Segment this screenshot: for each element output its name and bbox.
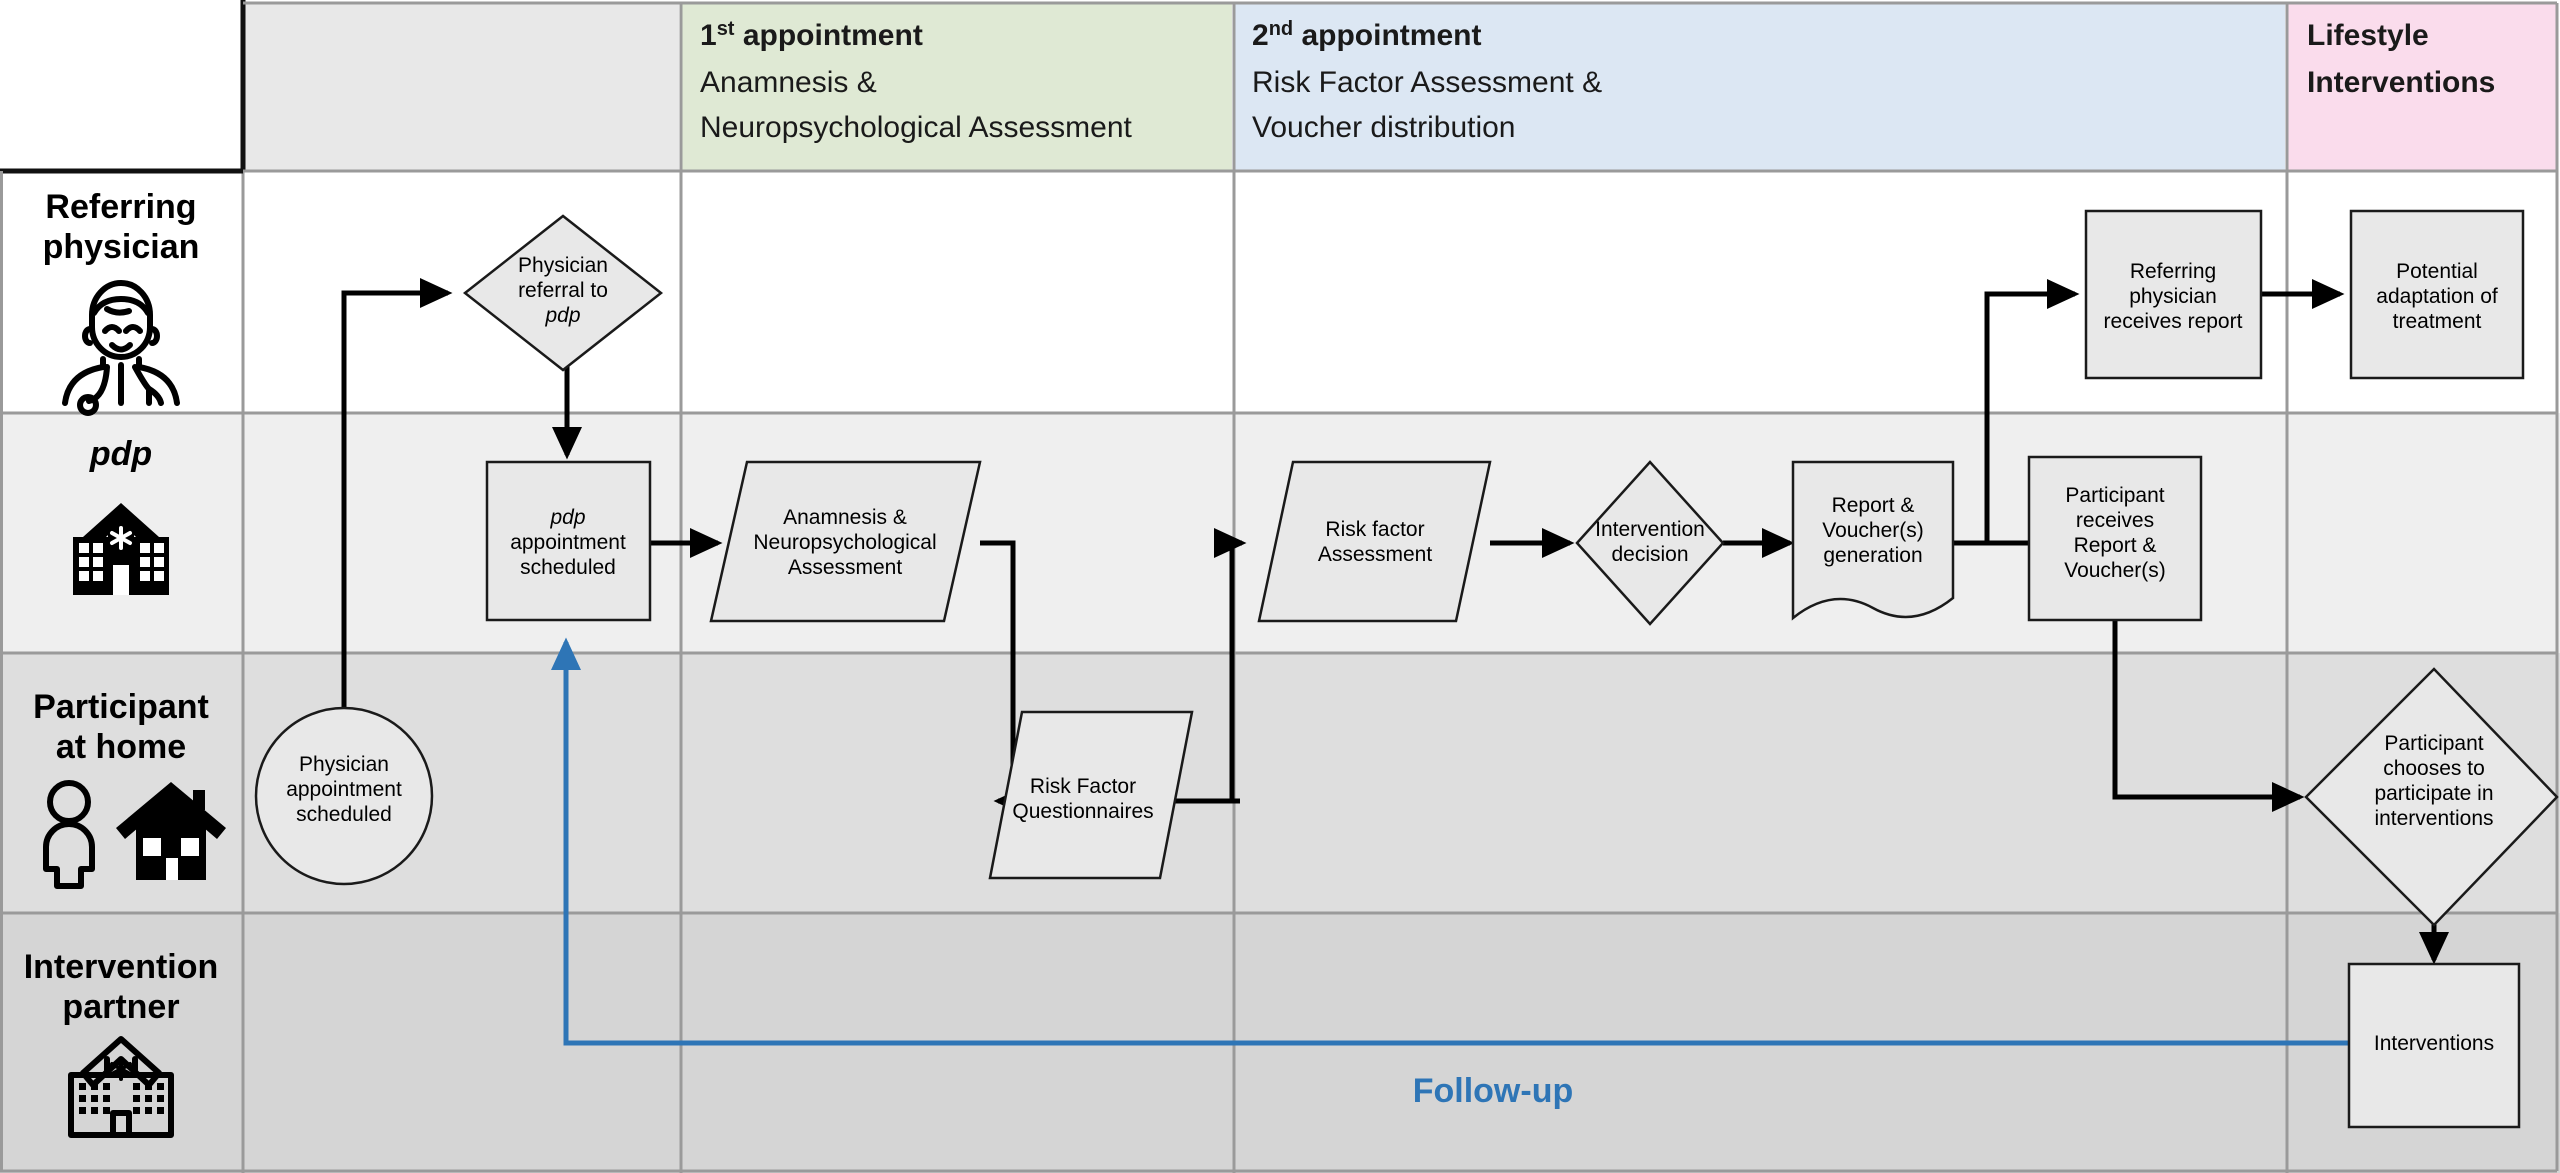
- lane-label-referring-physician: Referring physician: [43, 188, 200, 416]
- connector-questionnaire-to-risk-assessment: [1185, 528, 1247, 804]
- appt2-line-1: Risk Factor Assessment &: [1252, 66, 1602, 99]
- node-part-recv-line-4: Voucher(s): [2064, 559, 2166, 582]
- svg-text:2nd appointment: 2nd appointment: [1252, 18, 1481, 52]
- appt1-line-2: Neuropsychological Assessment: [700, 111, 1133, 144]
- lane4-line-2: partner: [62, 988, 179, 1026]
- node-part-recv-line-1: Participant: [2065, 484, 2164, 507]
- label-follow-up: Follow-up: [1413, 1072, 1574, 1110]
- header-cell-lifestyle: [2287, 3, 2557, 171]
- node-participant-receives-report[interactable]: Participant receives Report & Voucher(s): [2027, 455, 2203, 622]
- connector-report-to-referring-physician: [1984, 279, 2080, 543]
- appt2-bold-rest: appointment: [1293, 19, 1481, 52]
- appt1-bold-base: 1: [700, 19, 717, 52]
- node-anamnesis-line-2: Neuropsychological: [753, 531, 936, 554]
- node-q-line-1: Risk Factor: [1030, 775, 1136, 798]
- header-corner-blank: [0, 0, 243, 171]
- appt2-bold-sup: nd: [1269, 18, 1293, 40]
- hospital-building-icon: [68, 1036, 174, 1138]
- clinic-building-icon: [73, 503, 169, 595]
- node-anamnesis-line-3: Assessment: [788, 556, 903, 579]
- node-pdp-sched-line-2: appointment: [510, 531, 626, 554]
- node-physician-referral[interactable]: Physician referral to pdp: [462, 214, 664, 372]
- node-pdp-sched-line-3: scheduled: [520, 556, 616, 579]
- lane-label-participant-at-home: Participant at home: [33, 688, 226, 889]
- node-report-line-3: generation: [1823, 544, 1922, 567]
- node-q-line-2: Questionnaires: [1012, 800, 1153, 823]
- appt1-line-1: Anamnesis &: [700, 66, 877, 99]
- node-risk-assess-line-1: Risk factor: [1325, 518, 1424, 541]
- node-rp-report-line-2: physician: [2129, 285, 2217, 308]
- node-anamnesis-line-1: Anamnesis &: [783, 506, 907, 529]
- node-risk-assess-line-2: Assessment: [1318, 543, 1433, 566]
- node-adapt-line-2: adaptation of: [2376, 285, 2498, 308]
- node-intervention-decision[interactable]: Intervention decision: [1575, 460, 1725, 626]
- lane3-line-1: Participant: [33, 688, 209, 726]
- header-cell-appointment-2: [1234, 3, 2285, 171]
- node-report-line-2: Voucher(s): [1822, 519, 1924, 542]
- node-rp-report-line-1: Referring: [2130, 260, 2216, 283]
- node-potential-adaptation[interactable]: Potential adaptation of treatment: [2349, 209, 2525, 380]
- column-header-lifestyle: Lifestyle Interventions: [2307, 19, 2495, 99]
- lane3-line-2: at home: [56, 728, 186, 766]
- node-report-voucher-generation[interactable]: Report & Voucher(s) generation: [1791, 460, 1955, 621]
- node-adapt-line-1: Potential: [2396, 260, 2478, 283]
- node-decision-line-2: decision: [1611, 543, 1688, 566]
- node-adapt-line-3: treatment: [2393, 310, 2482, 333]
- lane4-line-1: Intervention: [24, 948, 219, 986]
- lane2-line-1: pdp: [89, 435, 152, 473]
- node-chooses-line-4: interventions: [2374, 807, 2493, 830]
- header-cell-blank: [243, 3, 679, 171]
- node-phys-sched-line-2: appointment: [286, 778, 402, 801]
- node-chooses-line-3: participate in: [2374, 782, 2493, 805]
- appt2-bold-base: 2: [1252, 19, 1269, 52]
- lane1-line-2: physician: [43, 228, 200, 266]
- node-physician-referral-line-3: pdp: [544, 304, 580, 327]
- node-phys-sched-line-3: scheduled: [296, 803, 392, 826]
- person-house-icon: [43, 780, 226, 889]
- appt1-bold-rest: appointment: [734, 19, 922, 52]
- node-part-recv-line-2: receives: [2076, 509, 2154, 532]
- node-physician-appointment-scheduled[interactable]: Physician appointment scheduled: [254, 706, 434, 886]
- doctor-icon: [62, 280, 180, 416]
- node-decision-line-1: Intervention: [1595, 518, 1705, 541]
- lane-label-pdp: pdp: [73, 435, 169, 595]
- node-risk-factor-questionnaires[interactable]: Risk Factor Questionnaires: [988, 710, 1194, 880]
- node-pdp-sched-line-1: pdp: [549, 506, 585, 529]
- node-referring-physician-receives-report[interactable]: Referring physician receives report: [2084, 209, 2263, 380]
- lifestyle-line-1: Lifestyle: [2307, 19, 2429, 52]
- node-phys-sched-line-1: Physician: [299, 753, 389, 776]
- node-part-recv-line-3: Report &: [2074, 534, 2157, 557]
- connector-follow-up: [551, 637, 2350, 1046]
- node-physician-referral-line-1: Physician: [518, 254, 608, 277]
- node-interventions[interactable]: Interventions: [2347, 962, 2521, 1129]
- svg-text:1st appointment: 1st appointment: [700, 18, 923, 52]
- column-header-appointment-1: 1st appointment Anamnesis & Neuropsychol…: [700, 18, 1133, 144]
- lifestyle-line-2: Interventions: [2307, 66, 2495, 99]
- node-chooses-line-2: chooses to: [2383, 757, 2485, 780]
- node-rp-report-line-3: receives report: [2104, 310, 2243, 333]
- appt2-line-2: Voucher distribution: [1252, 111, 1516, 144]
- node-risk-factor-assessment[interactable]: Risk factor Assessment: [1257, 460, 1492, 623]
- node-report-line-1: Report &: [1832, 494, 1915, 517]
- connector-appointment-to-referral: [341, 278, 453, 716]
- node-participant-chooses[interactable]: Participant chooses to participate in in…: [2304, 667, 2559, 927]
- lane1-line-1: Referring: [45, 188, 196, 226]
- lane-label-intervention-partner: Intervention partner: [24, 948, 219, 1138]
- node-physician-referral-line-2: referral to: [518, 279, 608, 302]
- node-pdp-appointment-scheduled[interactable]: pdp appointment scheduled: [485, 460, 652, 622]
- node-anamnesis-assessment[interactable]: Anamnesis & Neuropsychological Assessmen…: [709, 460, 982, 623]
- node-chooses-line-1: Participant: [2384, 732, 2483, 755]
- column-header-appointment-2: 2nd appointment Risk Factor Assessment &…: [1252, 18, 1602, 144]
- header-cell-appointment-1: [681, 3, 1232, 171]
- appt1-bold-sup: st: [717, 18, 735, 40]
- node-interventions-label: Interventions: [2374, 1032, 2494, 1055]
- connector-participant-receives-to-chooses: [2112, 600, 2305, 812]
